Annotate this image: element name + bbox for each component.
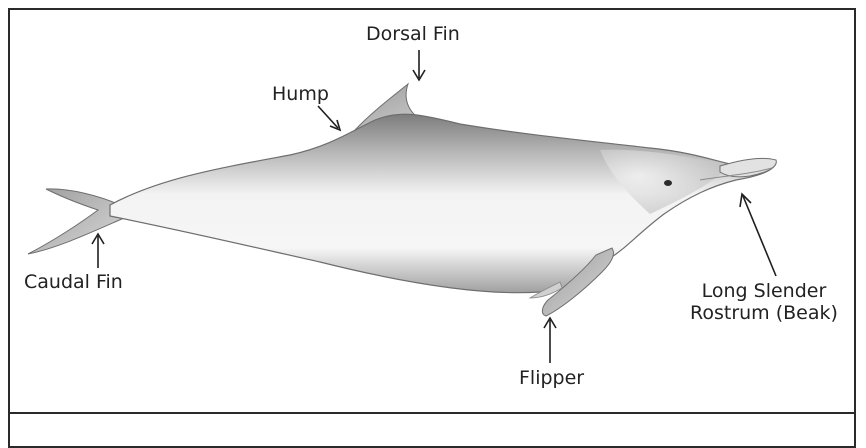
caudal-fin-label: Caudal Fin — [24, 271, 123, 293]
body-shape — [110, 114, 776, 292]
rostrum-label: Long Slender Rostrum (Beak) — [690, 280, 838, 324]
dorsal-fin-label: Dorsal Fin — [366, 23, 460, 45]
rostrum-label-line1: Long Slender — [690, 280, 838, 302]
hump-label: Hump — [272, 83, 329, 105]
rostrum-label-line2: Rostrum (Beak) — [690, 302, 838, 324]
rostrum-arrow-line — [743, 196, 776, 276]
dolphin-anatomy-figure: Dorsal Fin Hump Caudal Fin Flipper Long … — [0, 0, 866, 432]
flipper-label: Flipper — [519, 367, 584, 389]
hump-arrow-line — [318, 106, 338, 128]
dolphin-illustration — [0, 0, 866, 432]
caudal-fin-shape — [28, 189, 124, 254]
eye — [664, 180, 672, 186]
rostrum-shape — [720, 158, 776, 176]
